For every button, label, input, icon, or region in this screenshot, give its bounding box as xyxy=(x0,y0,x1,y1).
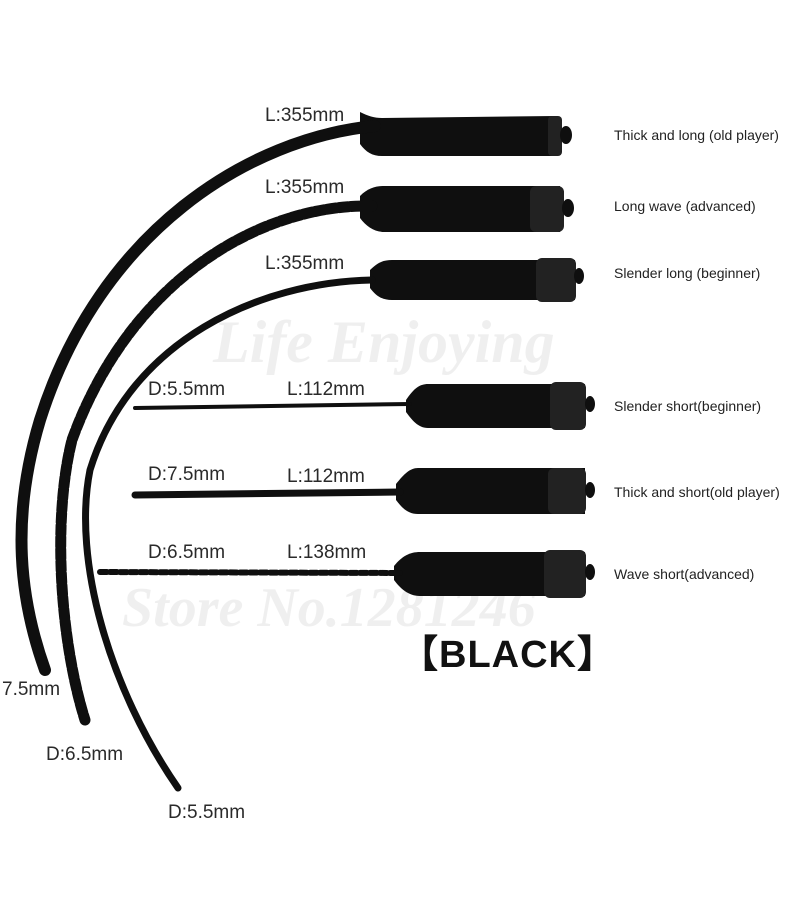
tip-diameter-1: 7.5mm xyxy=(2,679,61,700)
color-tag: 【BLACK】 xyxy=(400,634,616,676)
diameter-label-4: D:5.5mm xyxy=(148,379,226,400)
length-label-1: L:355mm xyxy=(265,105,345,126)
description-4: Slender short(beginner) xyxy=(614,398,762,414)
diameter-label-6: D:6.5mm xyxy=(148,542,226,563)
probe-wave-short xyxy=(97,550,595,598)
length-label-3: L:355mm xyxy=(265,253,345,274)
length-label-4: L:112mm xyxy=(287,379,365,400)
description-5: Thick and short(old player) xyxy=(614,484,780,500)
diameter-label-5: D:7.5mm xyxy=(148,464,226,485)
tip-diameter-2: D:6.5mm xyxy=(46,744,124,765)
probe-slender-short xyxy=(133,382,595,430)
description-6: Wave short(advanced) xyxy=(614,566,755,582)
tip-diameter-3: D:5.5mm xyxy=(168,802,246,823)
description-3: Slender long (beginner) xyxy=(614,265,761,281)
length-label-6: L:138mm xyxy=(287,542,367,563)
probe-slender-long xyxy=(82,258,584,792)
description-1: Thick and long (old player) xyxy=(614,127,779,143)
probe-thick-long xyxy=(15,112,572,676)
length-label-2: L:355mm xyxy=(265,177,345,198)
probe-thick-short xyxy=(131,468,595,514)
length-label-5: L:112mm xyxy=(287,466,365,487)
description-2: Long wave (advanced) xyxy=(614,198,756,214)
probe-long-wave xyxy=(55,186,574,726)
watermark-top: Life Enjoying xyxy=(213,309,555,375)
